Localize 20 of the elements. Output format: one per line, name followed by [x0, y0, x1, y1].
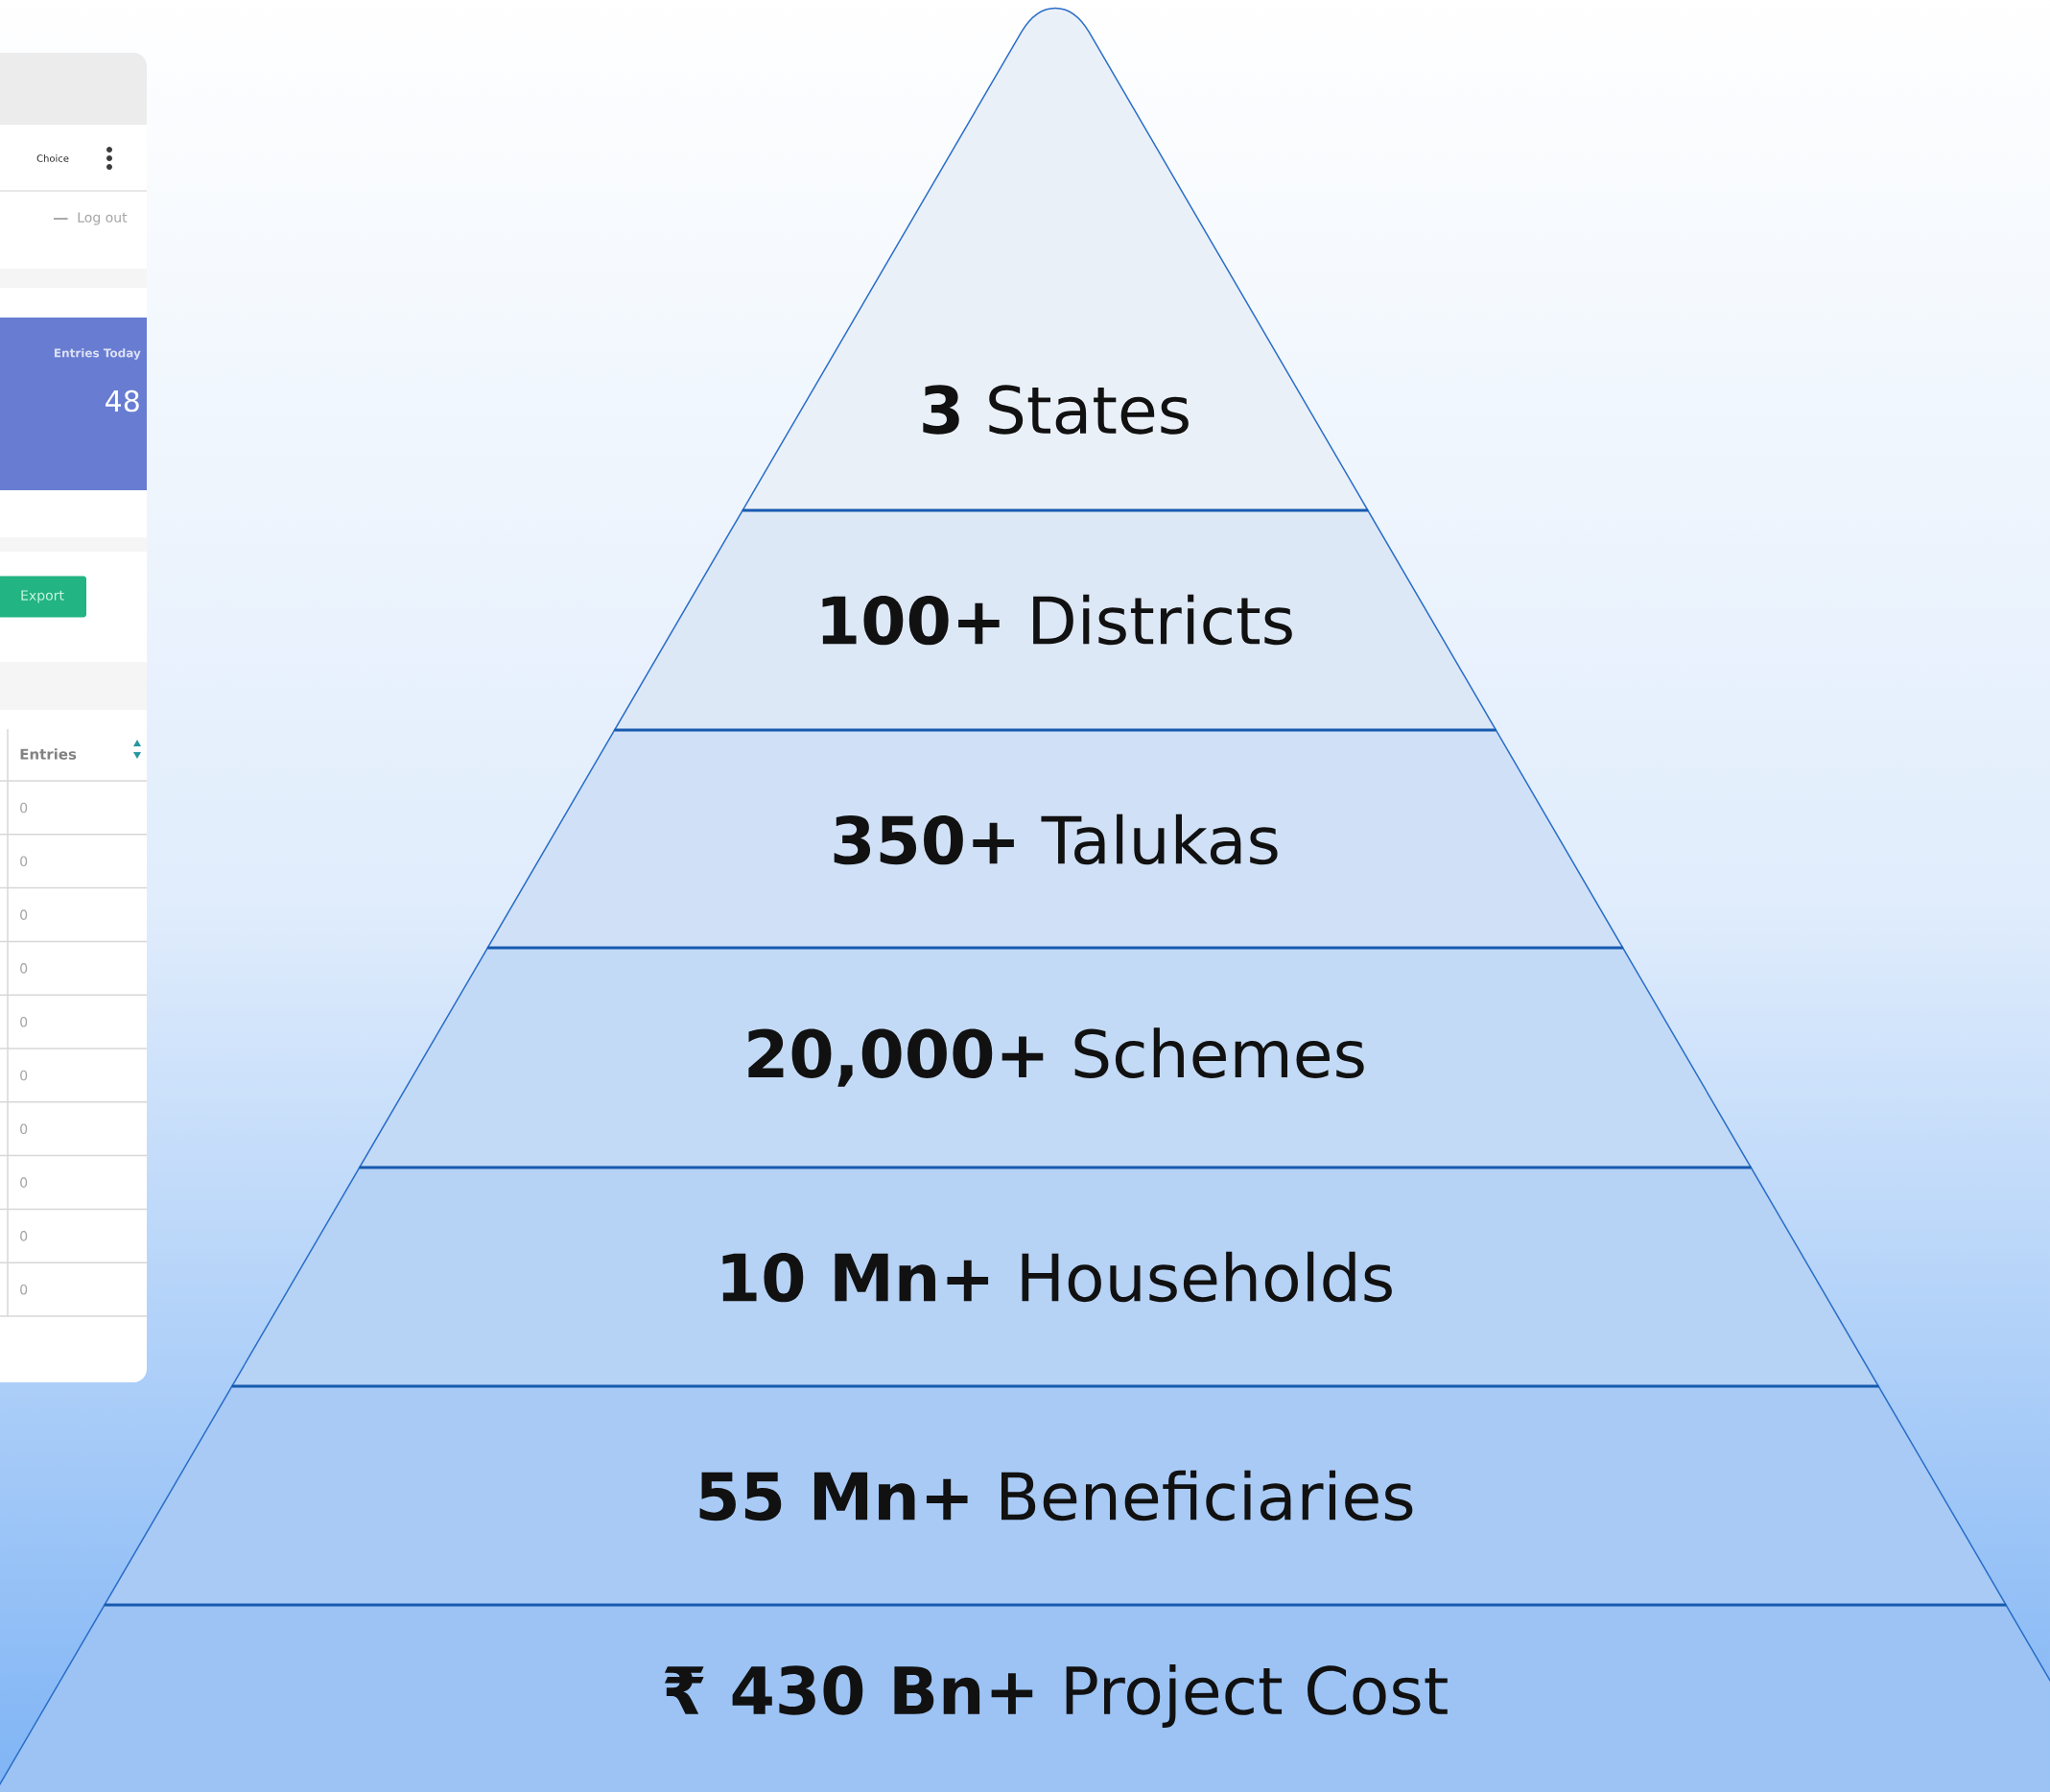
pyramid-band: 350+ Talukas [486, 728, 1625, 949]
table-cell: 0 [20, 856, 28, 867]
table-cell: 0 [20, 802, 28, 813]
column-header: Entries [20, 748, 77, 760]
pyramid-band: ₹ 430 Bn+ Project Cost [0, 1603, 2050, 1792]
table-cell: 0 [20, 1123, 28, 1135]
stat-value: 48 [106, 389, 139, 413]
pyramid-band: 3 States [742, 7, 1369, 511]
table-cell: 0 [20, 963, 28, 974]
pyramid-band: 100+ Districts [613, 508, 1497, 731]
menu-label: Choice [36, 154, 69, 162]
table-cell: 0 [20, 1070, 28, 1081]
table-cell: 0 [20, 1016, 28, 1027]
table-cell: 0 [20, 1177, 28, 1188]
table-cell: 0 [20, 1231, 28, 1241]
export-button: Export [0, 576, 86, 618]
table-cell: 0 [20, 909, 28, 920]
logout-link: Log out [78, 212, 128, 225]
table-cell: 0 [20, 1284, 28, 1295]
stat-label: Entries Today [54, 348, 141, 360]
